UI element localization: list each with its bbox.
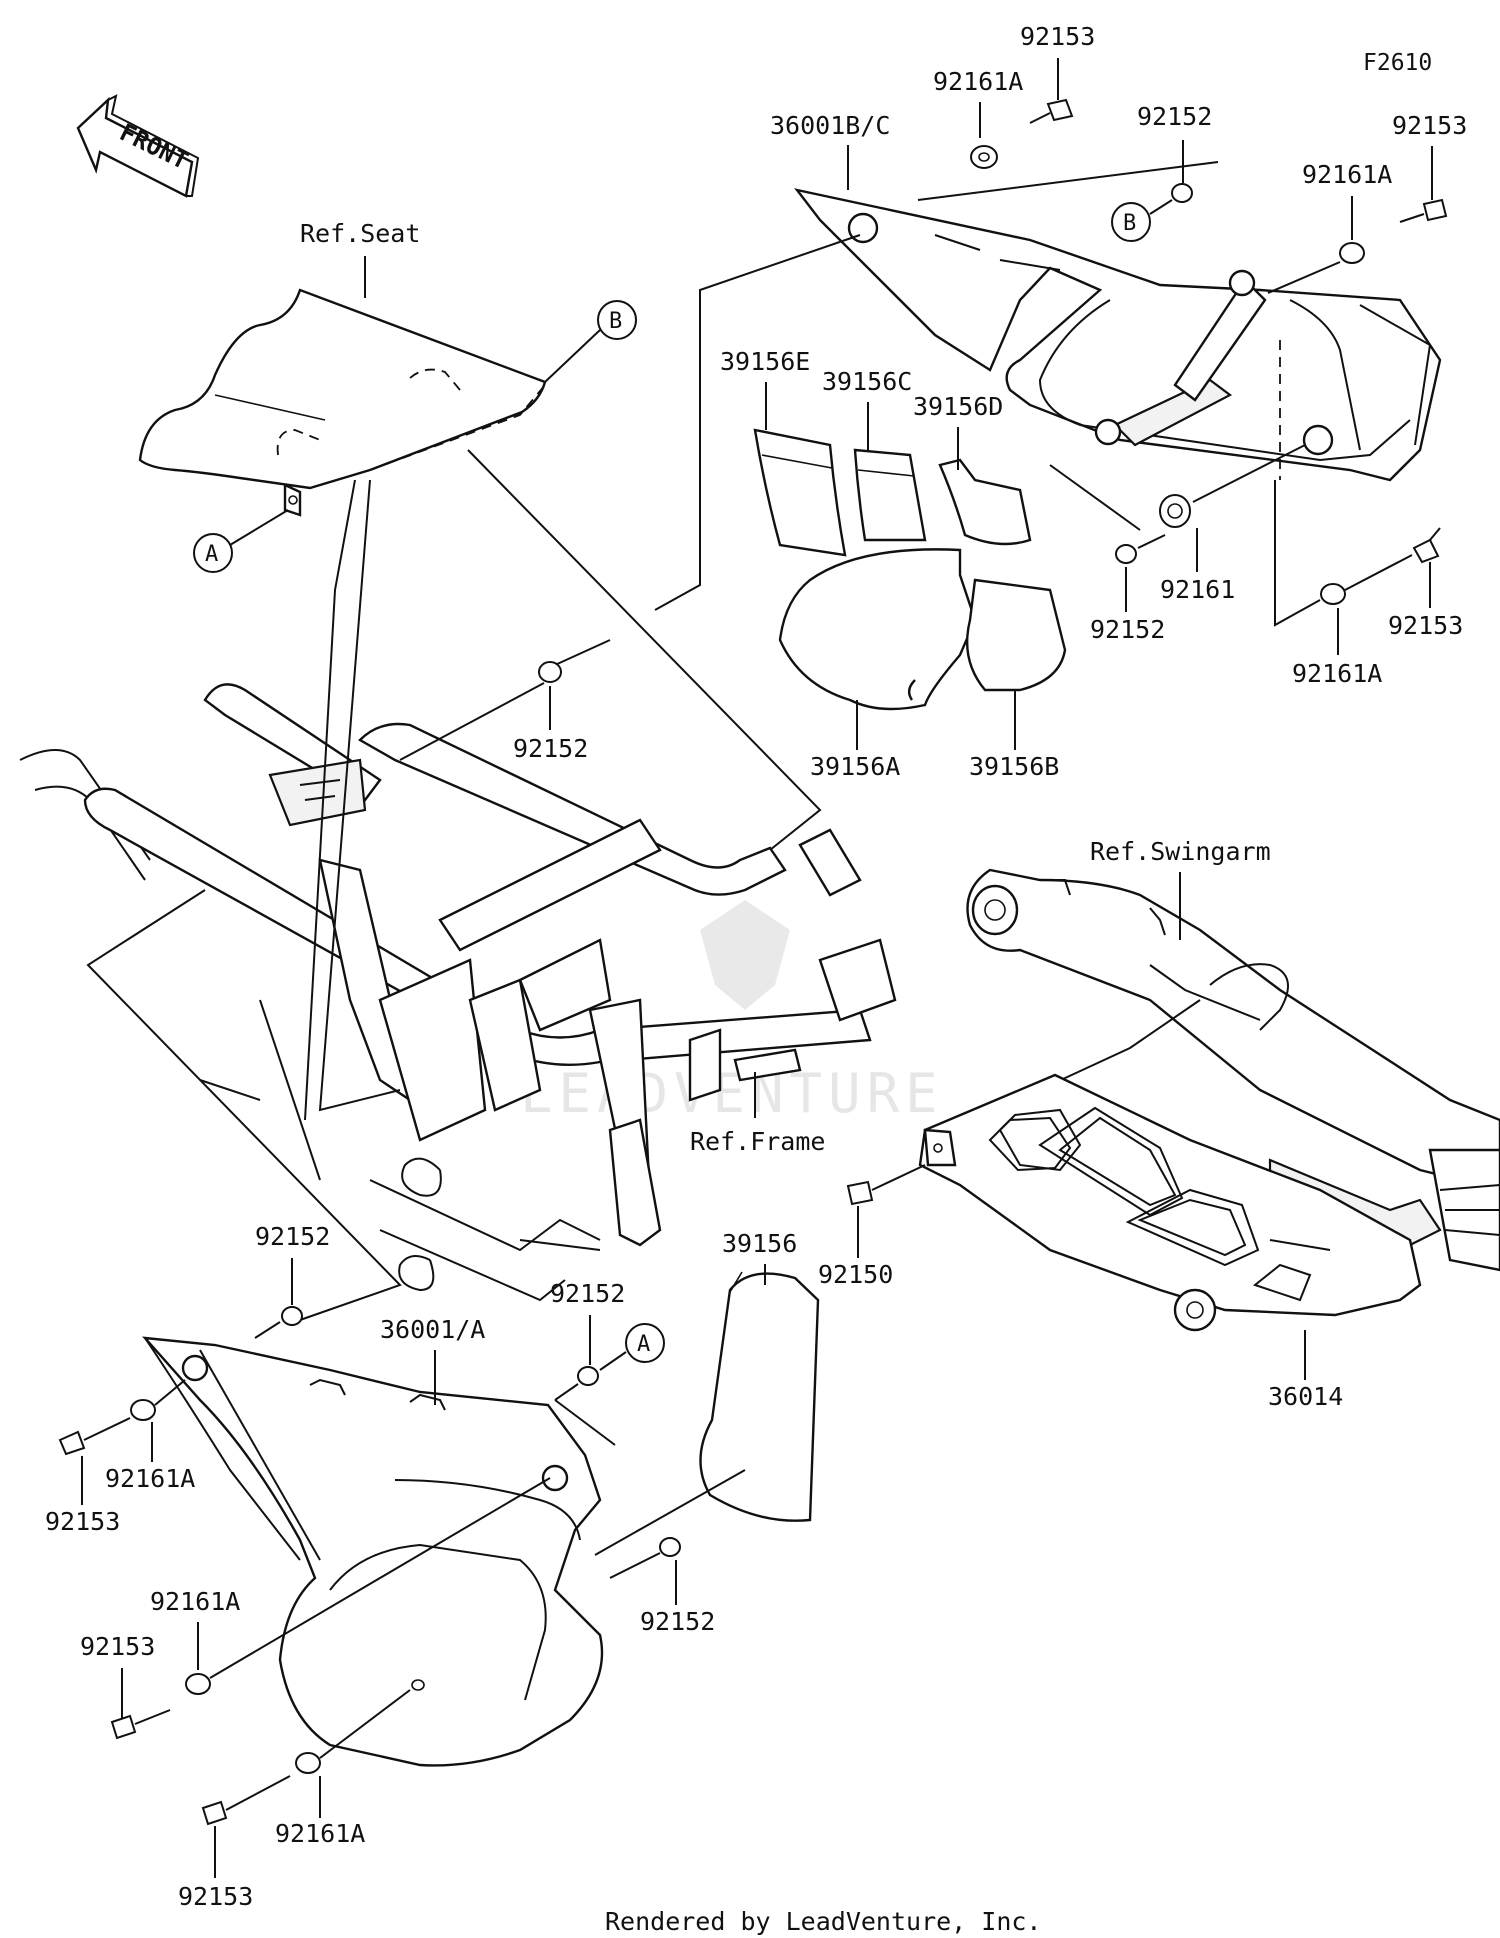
label-39156d: 39156D bbox=[913, 392, 1003, 421]
washer-92161a-top bbox=[970, 145, 998, 169]
leader-36001bc-frame bbox=[654, 234, 861, 611]
callout-b-seat-label: B bbox=[609, 309, 622, 334]
label-92153-left-top: 92153 bbox=[45, 1507, 120, 1536]
figure-code: F2610 bbox=[1363, 50, 1432, 76]
washer-92161a-bottom bbox=[295, 1752, 321, 1774]
decal-set-39156: 39156E 39156C 39156D 39156A 39156B bbox=[720, 347, 1067, 781]
leader-frame-cover-lower bbox=[86, 889, 402, 1321]
label-92161: 92161 bbox=[1160, 575, 1235, 604]
washer-92161a-right bbox=[1339, 242, 1365, 264]
label-92153-top: 92153 bbox=[1020, 22, 1095, 51]
watermark-text: LEADVENTURE bbox=[520, 1062, 944, 1125]
label-92153-lower: 92153 bbox=[1388, 611, 1463, 640]
callout-b-cover-label: B bbox=[1123, 211, 1136, 236]
washer-92161a-mid bbox=[185, 1673, 211, 1695]
part-36001a-side-cover-lower: 36001/A bbox=[142, 1315, 616, 1767]
seat-reference-drawing: Ref.Seat bbox=[138, 219, 547, 517]
swingarm-reference-drawing: Ref.Swingarm bbox=[966, 837, 1500, 1272]
grommet-92152-center bbox=[577, 1366, 599, 1386]
washer-92161a-lower bbox=[1320, 583, 1346, 605]
grommet-92152-top bbox=[1171, 183, 1193, 203]
bolt-92153-right bbox=[1422, 198, 1448, 222]
label-92152-center: 92152 bbox=[550, 1279, 625, 1308]
damper-92161 bbox=[1159, 494, 1191, 528]
swingarm-reference-label: Ref.Swingarm bbox=[1090, 837, 1271, 866]
callout-b-cover bbox=[1111, 202, 1151, 242]
label-92152-lower: 92152 bbox=[1090, 615, 1165, 644]
frame-reference-label: Ref.Frame bbox=[690, 1127, 825, 1156]
washer-92161a-left-top bbox=[130, 1399, 156, 1421]
decal-39156d bbox=[938, 458, 1032, 546]
footer-credit: Rendered by LeadVenture, Inc. bbox=[605, 1907, 1042, 1936]
label-39156: 39156 bbox=[722, 1229, 797, 1258]
leader-seat-frame-left2 bbox=[304, 479, 356, 1121]
label-36014: 36014 bbox=[1268, 1382, 1343, 1411]
label-39156b: 39156B bbox=[969, 752, 1059, 781]
callout-a-cover-label: A bbox=[637, 1332, 650, 1357]
fastener-92152-mid: 92152 bbox=[399, 661, 588, 763]
part-36014-chain-guard: 36014 bbox=[918, 1073, 1422, 1411]
decal-39156c bbox=[853, 448, 927, 542]
callout-a-seat-label: A bbox=[205, 542, 218, 567]
seat-reference-label: Ref.Seat bbox=[300, 219, 420, 248]
leader-36001bc-frame-lower bbox=[554, 639, 611, 666]
decal-39156b bbox=[966, 578, 1067, 692]
label-92152-left: 92152 bbox=[255, 1222, 330, 1251]
label-92152-right: 92152 bbox=[640, 1607, 715, 1636]
label-92161a-top: 92161A bbox=[933, 67, 1023, 96]
leader-seat-frame-left bbox=[318, 479, 401, 1112]
label-92150: 92150 bbox=[818, 1260, 893, 1289]
label-92161a-bottom: 92161A bbox=[275, 1819, 365, 1848]
fasteners-upper-right: 92153 92161A 92152 B 92153 92161A 92152 bbox=[917, 22, 1467, 688]
fastener-92150: 92150 bbox=[818, 1164, 926, 1289]
decal-39156a bbox=[778, 548, 977, 711]
label-92161a-mid: 92161A bbox=[150, 1587, 240, 1616]
label-92161a-left-top: 92161A bbox=[105, 1464, 195, 1493]
part-36001bc-side-cover-upper: 36001B/C bbox=[770, 111, 1442, 482]
frame-reference-drawing: Ref.Frame bbox=[19, 683, 897, 1302]
bolt-92153-bottom bbox=[201, 1800, 228, 1826]
label-92152-top: 92152 bbox=[1137, 102, 1212, 131]
leader-seat-frame bbox=[467, 449, 822, 851]
label-92153-right: 92153 bbox=[1392, 111, 1467, 140]
front-direction-arrow-icon: FRONT bbox=[76, 94, 200, 198]
bolt-92153-lower bbox=[1412, 538, 1440, 564]
bolt-92150 bbox=[846, 1180, 874, 1206]
grommet-92152-lower bbox=[1115, 544, 1137, 564]
bolt-92153-left-top bbox=[58, 1430, 86, 1456]
callout-a-cover bbox=[625, 1323, 665, 1363]
watermark: LEADVENTURE bbox=[520, 900, 944, 1125]
label-92153-bottom: 92153 bbox=[178, 1882, 253, 1911]
label-39156e: 39156E bbox=[720, 347, 810, 376]
bolt-92153-top bbox=[1046, 98, 1074, 122]
decal-39156e bbox=[753, 428, 847, 557]
label-92152-mid: 92152 bbox=[513, 734, 588, 763]
label-36001bc: 36001B/C bbox=[770, 111, 890, 140]
label-36001a: 36001/A bbox=[380, 1315, 485, 1344]
bolt-92153-mid bbox=[110, 1714, 137, 1740]
label-92161a-lower: 92161A bbox=[1292, 659, 1382, 688]
callout-a-seat: A bbox=[193, 509, 289, 573]
label-92161a-right: 92161A bbox=[1302, 160, 1392, 189]
label-39156a: 39156A bbox=[810, 752, 900, 781]
grommet-92152-right bbox=[659, 1537, 681, 1557]
decal-39156: 39156 bbox=[594, 1229, 820, 1556]
fasteners-lower-left: 92152 92152 A 92152 92161A 92153 92161A bbox=[45, 1222, 715, 1911]
grommet-92152-mid bbox=[538, 661, 562, 683]
label-92153-mid: 92153 bbox=[80, 1632, 155, 1661]
grommet-92152-left bbox=[281, 1306, 303, 1326]
callout-b-seat: B bbox=[544, 300, 637, 383]
label-39156c: 39156C bbox=[822, 367, 912, 396]
